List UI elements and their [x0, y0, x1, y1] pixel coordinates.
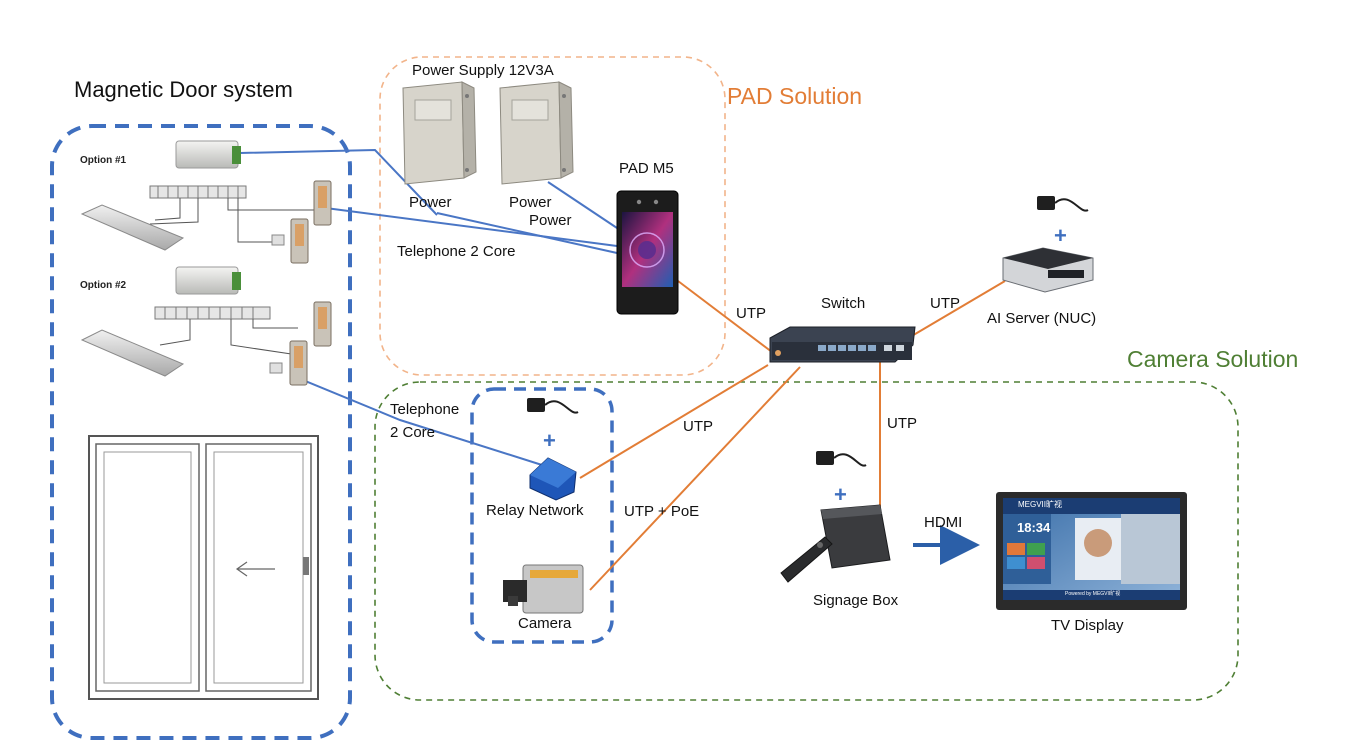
pad-m5-device [616, 190, 679, 315]
camera-device [503, 564, 584, 614]
relay-network-label: Relay Network [486, 502, 584, 519]
magnetic-lock-2 [80, 329, 185, 377]
telephone-label-a: Telephone [390, 401, 460, 418]
power-supply-label: Power Supply 12V3A [412, 62, 554, 79]
utp-poe-label: UTP + PoE [624, 503, 700, 520]
telephone-label-b: 2 Core [390, 424, 436, 441]
utp-switch-to-relay [579, 364, 769, 479]
connections [239, 148, 1006, 591]
utp-server-label: UTP [930, 295, 960, 312]
network-switch [769, 326, 916, 363]
terminal-strip-2 [154, 306, 271, 320]
option-1-label: Option #1 [80, 155, 127, 166]
tv-brand-text: MEGVII旷视 [1018, 500, 1063, 509]
power-supply-1 [402, 81, 477, 185]
signage-box-device [780, 504, 891, 583]
power-adapter-server [1037, 196, 1089, 212]
camera-label: Camera [518, 615, 572, 632]
wire-button-to-relay [297, 377, 543, 466]
magnetic-door-title: Magnetic Door system [74, 77, 293, 102]
ai-server-label: AI Server (NUC) [987, 310, 1097, 327]
utp-switch-to-server [904, 280, 1006, 341]
tv-display-label: TV Display [1051, 617, 1124, 634]
utp-signage-label: UTP [887, 415, 917, 432]
tv-time-text: 18:34 [1017, 520, 1051, 535]
utp-pad-label: UTP [736, 305, 766, 322]
plus-server: + [1054, 223, 1067, 248]
power-label-1: Power [409, 194, 452, 211]
tv-display-device [996, 492, 1187, 610]
power-label-2a: Power [509, 194, 552, 211]
sliding-door [88, 435, 319, 700]
ai-server-nuc [1002, 247, 1094, 293]
plus-relay: + [543, 428, 556, 453]
magnetic-lock-1 [80, 204, 185, 251]
power-label-2b: Power [529, 212, 572, 229]
switch-label: Switch [821, 295, 866, 312]
door-controller-2 [175, 266, 241, 295]
telephone-core-label: Telephone 2 Core [397, 243, 516, 260]
utp-poe-switch-to-camera [589, 366, 801, 591]
power-adapter-relay [527, 398, 579, 414]
wire-power-to-pad [436, 212, 618, 254]
option-2-label: Option #2 [80, 280, 127, 291]
pad-solution-title: PAD Solution [727, 83, 863, 109]
wire-controller-to-power [239, 148, 438, 216]
tv-footer-text: Powered by MEGVII旷视 [1065, 591, 1121, 597]
utp-pad-to-switch [677, 280, 773, 353]
relay-camera-boundary [470, 387, 614, 644]
wire-exit-button-to-pad [317, 206, 618, 247]
relay-network-device [529, 457, 577, 501]
power-supply-2 [499, 81, 574, 185]
signage-box-label: Signage Box [813, 592, 899, 609]
plus-signage: + [834, 482, 847, 507]
hdmi-label: HDMI [924, 514, 963, 531]
terminal-strip-1 [149, 185, 247, 199]
power-adapter-signage [816, 451, 867, 467]
camera-solution-title: Camera Solution [1127, 346, 1299, 372]
door-controller-1 [175, 140, 241, 169]
utp-switch-to-signage [862, 362, 881, 508]
wire-power2-to-pad [547, 181, 618, 229]
utp-relay-label: UTP [683, 418, 713, 435]
camera-solution-boundary [374, 381, 1239, 701]
pad-m5-label: PAD M5 [619, 160, 674, 177]
magnetic-door-devices [80, 140, 332, 700]
